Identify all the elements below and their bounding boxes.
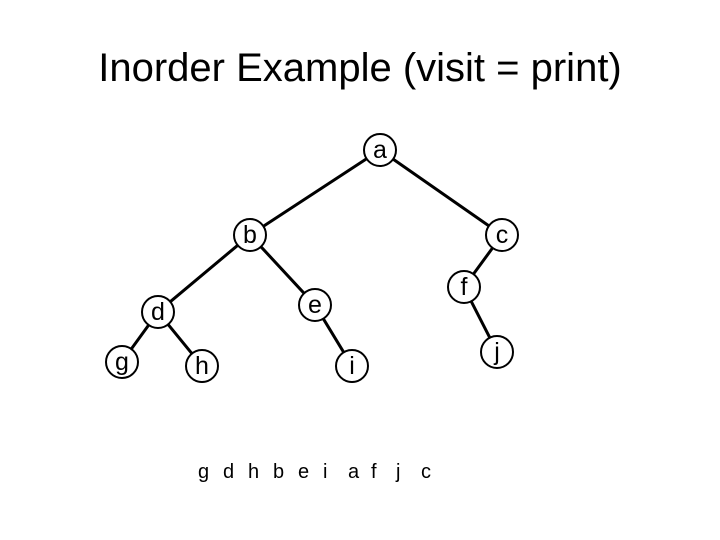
node-circle-b xyxy=(233,218,267,252)
edge-a-b xyxy=(261,157,369,228)
tree-node-i: i xyxy=(335,349,369,383)
tree-node-e: e xyxy=(298,288,332,322)
node-label-h: h xyxy=(195,352,209,380)
traversal-item: g xyxy=(198,461,210,483)
traversal-item: a xyxy=(348,461,360,483)
tree-node-b: b xyxy=(233,218,267,252)
node-circle-e xyxy=(298,288,332,322)
node-circle-g xyxy=(105,345,139,379)
edge-a-c xyxy=(391,157,491,228)
traversal-item: e xyxy=(298,461,310,483)
node-circle-j xyxy=(480,335,514,369)
traversal-item: h xyxy=(248,461,260,483)
tree-node-f: f xyxy=(447,270,481,304)
tree-node-j: j xyxy=(480,335,514,369)
edge-e-i xyxy=(321,317,346,354)
tree-nodes: a b c d e f g h i j xyxy=(105,133,519,383)
traversal-item: f xyxy=(371,461,377,483)
node-circle-h xyxy=(185,349,219,383)
edge-c-f xyxy=(471,246,495,276)
tree-node-g: g xyxy=(105,345,139,379)
traversal-item: c xyxy=(421,461,431,483)
edge-d-h xyxy=(166,322,194,356)
node-label-j: j xyxy=(493,338,500,366)
node-circle-f xyxy=(447,270,481,304)
tree-node-d: d xyxy=(141,295,175,329)
traversal-item: i xyxy=(323,461,328,483)
node-label-a: a xyxy=(373,136,387,164)
node-label-d: d xyxy=(151,298,165,326)
edge-b-d xyxy=(168,243,240,304)
node-label-g: g xyxy=(115,348,129,376)
node-label-i: i xyxy=(349,352,355,380)
node-label-e: e xyxy=(308,291,322,319)
edge-d-g xyxy=(129,323,151,351)
tree-node-a: a xyxy=(363,133,397,167)
traversal-item: d xyxy=(223,461,235,483)
tree-edges xyxy=(129,157,495,356)
edge-b-e xyxy=(259,245,306,295)
tree-node-c: c xyxy=(485,218,519,252)
node-circle-i xyxy=(335,349,369,383)
edge-f-j xyxy=(469,299,492,340)
node-circle-a xyxy=(363,133,397,167)
node-circle-d xyxy=(141,295,175,329)
node-label-b: b xyxy=(243,221,257,249)
traversal-item: j xyxy=(396,461,401,483)
slide-title: Inorder Example (visit = print) xyxy=(98,46,622,90)
node-label-f: f xyxy=(461,273,468,301)
node-circle-c xyxy=(485,218,519,252)
tree-node-h: h xyxy=(185,349,219,383)
traversal-item: b xyxy=(273,461,285,483)
node-label-c: c xyxy=(496,221,509,249)
